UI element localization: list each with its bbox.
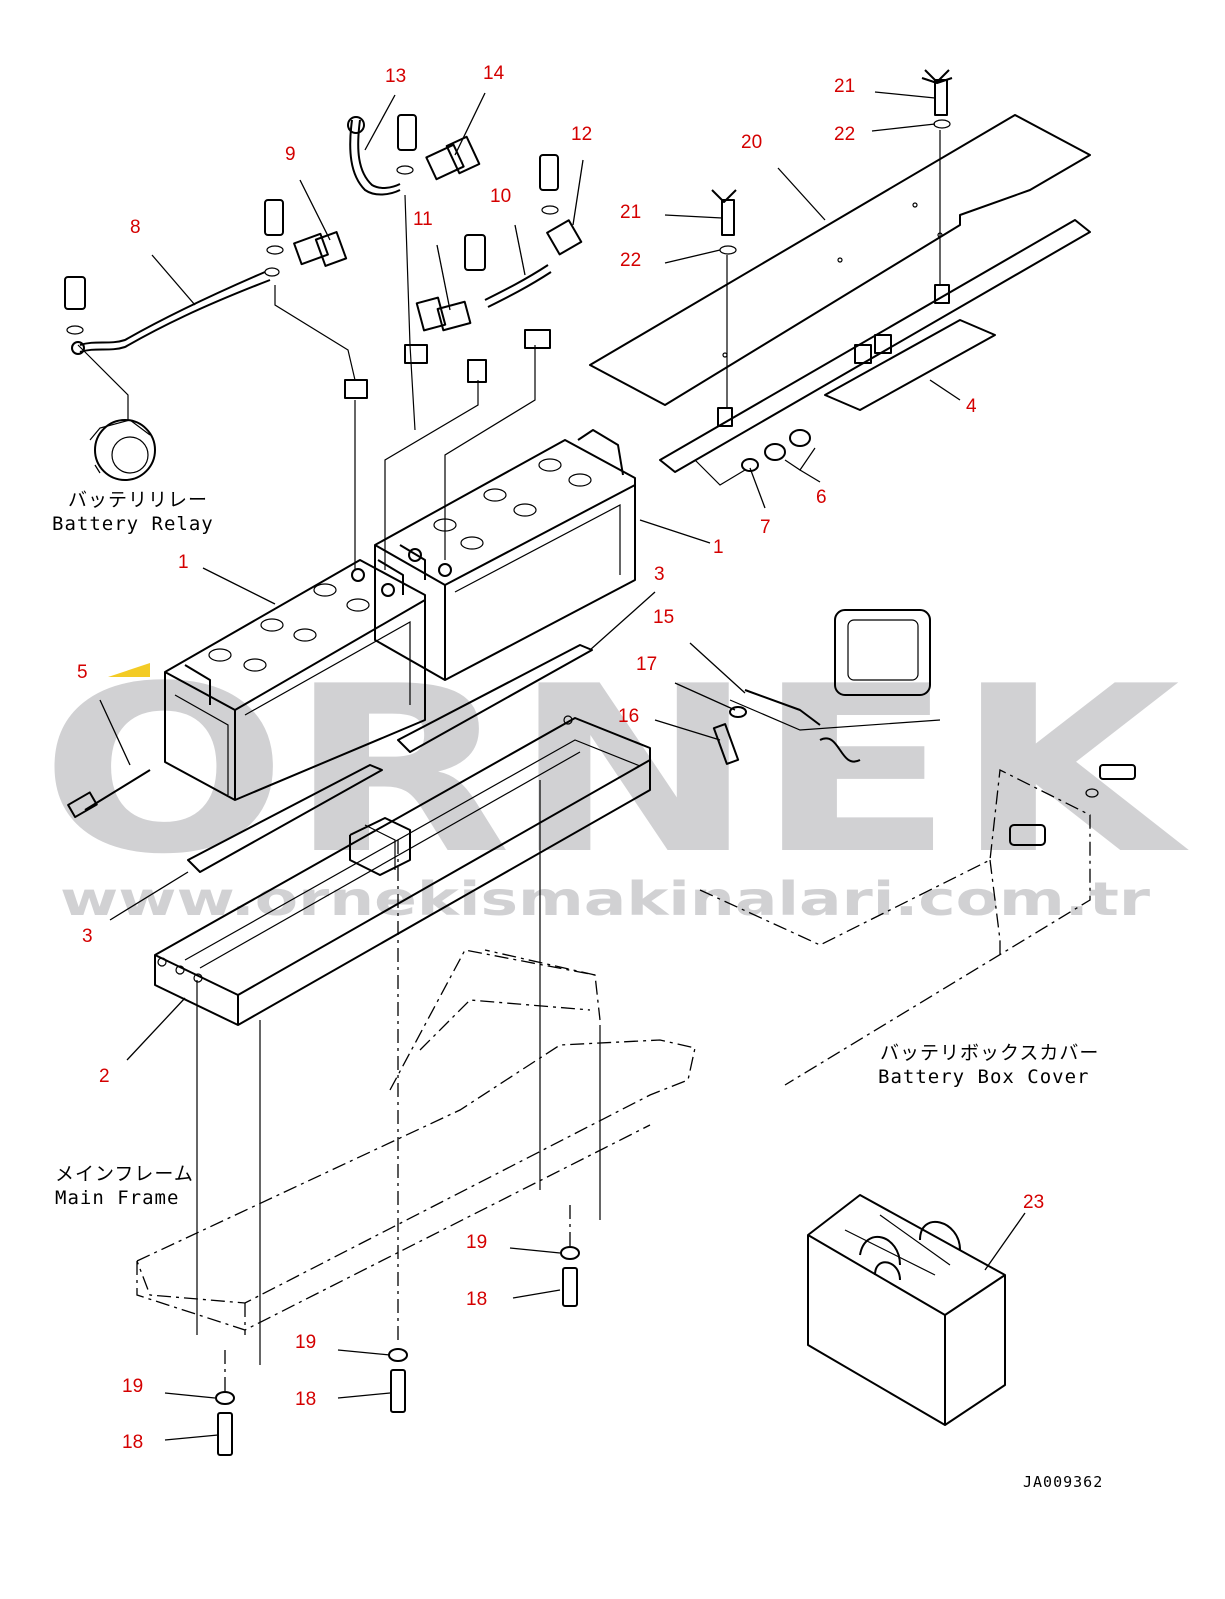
callout-13: 13: [385, 66, 406, 87]
hold-down-bar: [659, 219, 1091, 486]
callout-19-c: 19: [122, 1376, 143, 1397]
terminal-11: [415, 296, 472, 332]
drawing-code: JA009362: [1023, 1473, 1103, 1491]
rubber-pad-4: [824, 319, 996, 411]
battery-box-cover: [699, 764, 1136, 1086]
terminal-9: [264, 199, 348, 267]
callout-14: 14: [483, 63, 505, 84]
watermark-url: www.ornekismakinalari.com.tr: [60, 872, 1150, 926]
callouts: 1 1 2 3 3 4 5 6 7 8 9 10 11 12 13 14 15 …: [77, 63, 1044, 1453]
mounting-bolts: [196, 780, 601, 1456]
watermark-brand: ORNEK: [40, 638, 1190, 905]
callout-1-right: 1: [713, 537, 724, 558]
battery-relay-label-en: Battery Relay: [52, 513, 214, 535]
battery-box-cover-label-en: Battery Box Cover: [878, 1066, 1089, 1088]
callout-21-mid: 21: [620, 202, 641, 223]
callout-7: 7: [760, 517, 771, 538]
battery-right: [374, 429, 636, 681]
callout-3-right: 3: [654, 564, 665, 585]
callout-22-mid: 22: [620, 250, 641, 271]
callout-10: 10: [490, 186, 511, 207]
battery-relay-label-jp: バッテリリレー: [68, 489, 208, 511]
callout-19-b: 19: [295, 1332, 316, 1353]
callout-19-a: 19: [466, 1232, 487, 1253]
battery-tray: [154, 715, 651, 1026]
battery-cover-20: [589, 114, 1091, 408]
battery-relay: [77, 344, 156, 481]
wing-bolts: [711, 69, 953, 255]
nuts-washers: [741, 429, 816, 472]
component-labels: バッテリリレー Battery Relay メインフレーム Main Frame…: [52, 489, 1103, 1491]
work-light: [712, 609, 941, 765]
watermark-accent-mark: [108, 663, 150, 677]
cable-10: [464, 234, 552, 308]
terminal-12: [539, 154, 583, 256]
cable-13: [347, 114, 417, 196]
main-frame-outline: [136, 949, 696, 1335]
rubber-strip-left: [187, 764, 383, 873]
callout-5: 5: [77, 662, 88, 683]
callout-18-b: 18: [295, 1389, 316, 1410]
battery-box-cover-label-jp: バッテリボックスカバー: [880, 1042, 1099, 1064]
callout-3-left: 3: [82, 926, 93, 947]
callout-11: 11: [413, 209, 433, 230]
callout-12: 12: [571, 124, 592, 145]
callout-9: 9: [285, 144, 296, 165]
terminal-clamps: [274, 194, 551, 570]
callout-18-a: 18: [466, 1289, 487, 1310]
callout-23: 23: [1023, 1192, 1044, 1213]
callout-6: 6: [816, 487, 827, 508]
callout-15: 15: [653, 607, 674, 628]
rubber-strip-right: [397, 644, 593, 753]
callout-16: 16: [618, 706, 639, 727]
callout-18-c: 18: [122, 1432, 143, 1453]
callout-20: 20: [741, 132, 762, 153]
main-frame-label-jp: メインフレーム: [55, 1163, 194, 1185]
callout-17: 17: [636, 654, 657, 675]
battery-left: [164, 559, 426, 801]
watermark: ORNEK www.ornekismakinalari.com.tr: [40, 638, 1190, 926]
tool-bag-23: [807, 1194, 1006, 1426]
callout-21-top: 21: [834, 76, 855, 97]
terminal-14: [425, 135, 481, 181]
callout-4: 4: [966, 396, 977, 417]
callout-1-left: 1: [178, 552, 189, 573]
leader-lines: [99, 91, 1026, 1441]
callout-2: 2: [99, 1066, 110, 1087]
rod-5: [67, 769, 151, 819]
main-frame-label-en: Main Frame: [55, 1187, 179, 1209]
cable-8: [64, 267, 280, 355]
callout-8: 8: [130, 217, 141, 238]
callout-22-top: 22: [834, 124, 855, 145]
